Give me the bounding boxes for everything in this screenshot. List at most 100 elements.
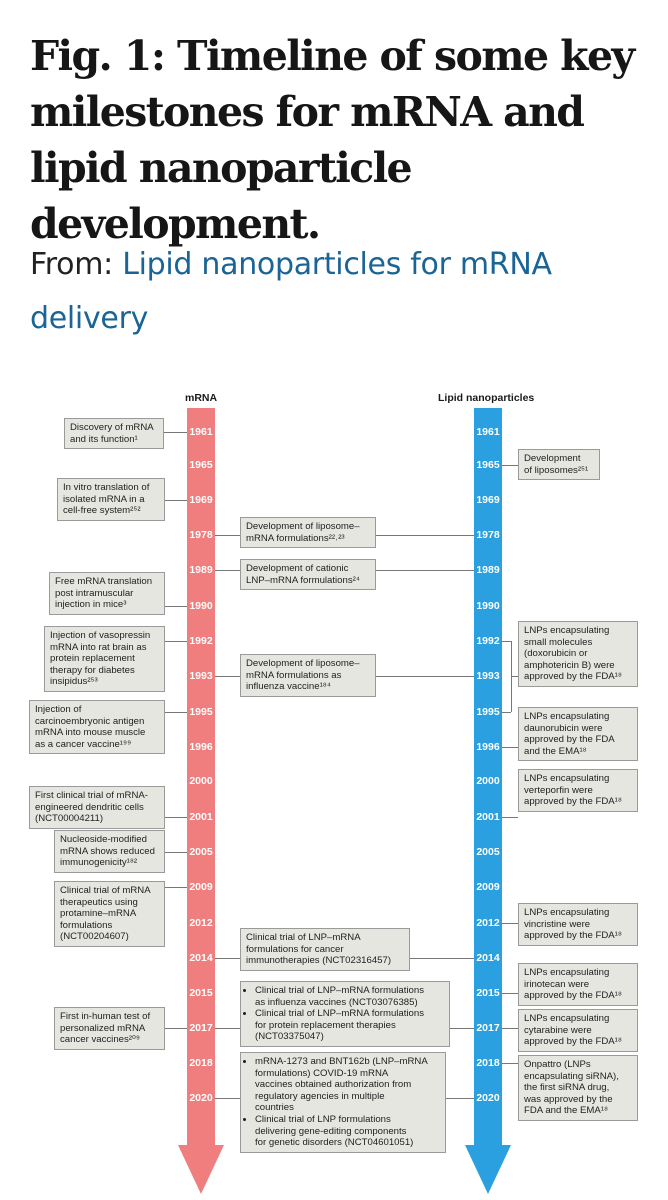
connector-line (215, 958, 240, 959)
connector-line (502, 923, 518, 924)
milestone-text-line: and its function¹ (70, 433, 138, 445)
lnp-year-2005: 2005 (476, 846, 500, 858)
milestone-text-line: mRNA formulations as (246, 669, 342, 681)
milestone-text-line: as influenza vaccines (NCT03076385) (255, 996, 418, 1008)
mrna-year-2014: 2014 (189, 952, 213, 964)
mrna-column-header: mRNA (185, 392, 218, 404)
middle-milestone-1978: Development of liposome–mRNA formulation… (240, 517, 376, 549)
connector-line (165, 852, 187, 853)
from-label: From: (30, 247, 113, 282)
connector-line (502, 465, 518, 466)
milestone-text-line: approved by the FDA¹⁸ (524, 796, 622, 808)
milestone-text-line: approved by the FDA¹⁸ (524, 930, 622, 942)
connector-line (502, 641, 511, 642)
milestone-text-line: Discovery of mRNA (70, 422, 154, 433)
connector-line (215, 535, 240, 536)
milestone-bullet: mRNA-1273 and BNT162b (LNP–mRNAformulati… (255, 1056, 440, 1114)
milestone-text-line: daunorubicin were (524, 722, 603, 734)
middle-milestone-1993: Development of liposome–mRNA formulation… (240, 654, 376, 697)
lnp-year-1969: 1969 (476, 494, 500, 506)
milestone-text-line: Injection of vasopressin (50, 630, 151, 641)
milestone-text-line: LNPs encapsulating (524, 907, 610, 918)
lnp-year-2001: 2001 (476, 811, 500, 823)
connector-line (165, 641, 187, 642)
lnp-year-1990: 1990 (476, 600, 500, 612)
milestone-text-line: amphotericin B) were (524, 659, 615, 671)
milestone-text-line: as a cancer vaccine¹⁹⁹ (35, 738, 132, 750)
milestone-text-line: LNPs encapsulating (524, 1013, 610, 1024)
connector-line (215, 1028, 240, 1029)
connector-line (502, 1063, 518, 1064)
connector-line (450, 1028, 474, 1029)
figure-title: Fig. 1: Timeline of some key milestones … (30, 32, 635, 248)
milestone-text-line: Development (524, 453, 581, 464)
mrna-year-1978: 1978 (189, 529, 213, 541)
mrna-year-2001: 2001 (189, 811, 213, 823)
milestone-text-line: (NCT00004211) (35, 813, 104, 825)
milestone-text-line: vaccines obtained authorization from (255, 1079, 412, 1091)
middle-milestone-2020: mRNA-1273 and BNT162b (LNP–mRNAformulati… (240, 1052, 446, 1153)
milestone-text-line: formulations (60, 919, 113, 931)
connector-line (502, 1028, 518, 1029)
mrna-arrow (178, 408, 224, 1194)
milestone-text-line: mRNA formulations²²˒²³ (246, 532, 345, 544)
milestone-text-line: cell-free system²⁵² (63, 505, 141, 517)
lnp-year-1978: 1978 (476, 529, 500, 541)
lnp-year-1995: 1995 (476, 706, 500, 718)
lnp-year-2017: 2017 (476, 1022, 500, 1034)
milestone-text-line: engineered dendritic cells (35, 801, 144, 813)
milestone-text-line: LNPs encapsulating (524, 625, 610, 636)
connector-line (376, 570, 474, 571)
mrna-year-2017: 2017 (189, 1022, 213, 1034)
milestone-text-line: for protein replacement therapies (255, 1019, 396, 1031)
mrna-year-2009: 2009 (189, 881, 213, 893)
mrna-year-2000: 2000 (189, 775, 213, 787)
milestone-text-line: injection in mice³ (55, 599, 127, 611)
milestone-text-line: regulatory agencies in multiple (255, 1090, 385, 1102)
milestone-text-line: therapeutics using (60, 896, 138, 908)
milestone-bullet: Clinical trial of LNP–mRNA formulationsa… (255, 985, 444, 1008)
milestone-text-line: mRNA into mouse muscle (35, 727, 146, 739)
lnp-year-2012: 2012 (476, 917, 500, 929)
connector-line (376, 535, 474, 536)
mrna-year-1969: 1969 (189, 494, 213, 506)
lnp-year-2009: 2009 (476, 881, 500, 893)
milestone-text-line: mRNA into rat brain as (50, 641, 147, 653)
connector-line (215, 1098, 240, 1099)
lnp-year-2014: 2014 (476, 952, 500, 964)
milestone-text-line: countries (255, 1102, 294, 1114)
lnp-year-2015: 2015 (476, 987, 500, 999)
milestone-text-line: carcinoembryonic antigen (35, 715, 145, 727)
milestone-text-line: approved by the FDA¹⁸ (524, 990, 622, 1002)
milestone-text-line: of liposomes²⁵¹ (524, 464, 589, 476)
lnp-arrow (465, 408, 511, 1194)
milestone-text-line: approved by the FDA¹⁸ (524, 671, 622, 683)
connector-line (376, 676, 474, 677)
milestone-text-line: irinotecan were (524, 978, 590, 990)
milestone-text-line: Free mRNA translation (55, 576, 153, 587)
connector-line (165, 887, 187, 888)
connector-line (215, 676, 240, 677)
connector-line (164, 432, 187, 433)
mrna-year-1996: 1996 (189, 741, 213, 753)
lnp-year-1961: 1961 (476, 426, 500, 438)
article-link[interactable]: Lipid nanoparticles for mRNA delivery (30, 247, 552, 336)
connector-line (165, 1028, 187, 1029)
milestone-text-line: In vitro translation of (63, 482, 150, 493)
connector-line (215, 570, 240, 571)
milestone-text-line: was approved by the (524, 1093, 613, 1105)
connector-line (165, 500, 187, 501)
mrna-year-1961: 1961 (189, 426, 213, 438)
mrna-year-1965: 1965 (189, 459, 213, 471)
